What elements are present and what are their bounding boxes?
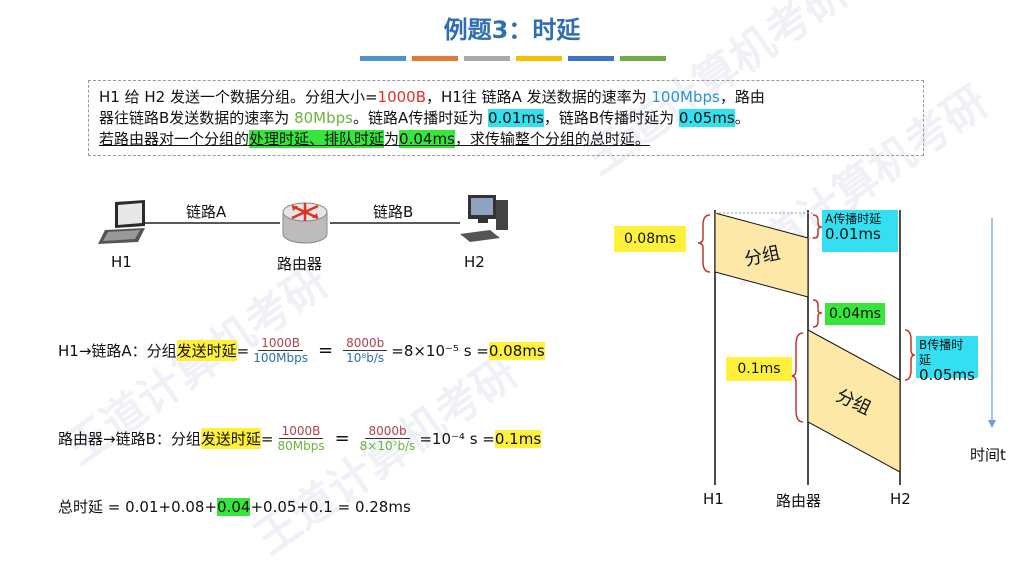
h1-label: H1 bbox=[111, 253, 132, 271]
timeline-h1-label: H1 bbox=[703, 490, 724, 508]
formula-prefix: 路由器→链路B：分组 bbox=[58, 430, 201, 448]
tx-delay-b-box: 0.1ms bbox=[726, 357, 792, 381]
problem-text: 。链路A传播时延为 bbox=[352, 109, 488, 127]
packet-2 bbox=[807, 329, 901, 473]
problem-text: 。 bbox=[734, 109, 750, 127]
router-icon bbox=[282, 202, 328, 244]
brace-tx-b bbox=[790, 332, 804, 423]
timeline-h2-label: H2 bbox=[890, 490, 911, 508]
color-bar bbox=[568, 56, 614, 61]
desktop-icon bbox=[460, 195, 508, 242]
problem-statement: H1 给 H2 发送一个数据分组。分组大小=1000B，H1往 链路A 发送数据… bbox=[88, 80, 924, 156]
equals: = bbox=[236, 341, 250, 360]
time-axis-label: 时间t bbox=[970, 446, 1006, 464]
problem-text: ，求传输整个分组的总时延。 bbox=[454, 130, 650, 148]
router-label: 路由器 bbox=[277, 255, 323, 273]
total-text: +0.05+0.1 = 0.28ms bbox=[250, 497, 411, 516]
problem-text: ，H1往 链路A 发送数据的速率为 bbox=[426, 88, 652, 106]
equals: = bbox=[260, 429, 274, 448]
numerator: 1000B bbox=[278, 424, 324, 439]
numerator: 8000b bbox=[343, 336, 388, 351]
tx-delay-a-box: 0.08ms bbox=[614, 226, 686, 252]
prop-delay-b: 0.05ms bbox=[678, 109, 735, 127]
laptop-icon bbox=[98, 200, 145, 244]
problem-text: ，链路B传播时延为 bbox=[543, 109, 679, 127]
rate-b: 80Mbps bbox=[294, 109, 353, 127]
denominator: 100Mbps bbox=[253, 351, 308, 365]
link-b-label: 链路B bbox=[373, 203, 414, 221]
proc-delay-value: 0.04ms bbox=[399, 130, 455, 148]
tx-delay-label: 发送时延 bbox=[176, 340, 237, 361]
color-bar bbox=[360, 56, 406, 61]
tx-delay-label: 发送时延 bbox=[200, 428, 261, 449]
page-title: 例题3：时延 bbox=[443, 16, 581, 44]
brace-prop-a bbox=[812, 214, 823, 239]
numerator: 1000B bbox=[258, 336, 304, 351]
time-arrow-head bbox=[988, 420, 996, 428]
problem-text: 若路由器对一个分组的 bbox=[99, 130, 250, 148]
prop-delay-a: 0.01ms bbox=[487, 109, 544, 127]
color-bar bbox=[464, 56, 510, 61]
prop-b-value: 0.05ms bbox=[919, 366, 975, 384]
rate-a: 100Mbps bbox=[651, 88, 720, 106]
problem-text: 器往链路B发送数据的速率为 bbox=[99, 109, 295, 127]
denominator: 8×10⁷b/s bbox=[359, 439, 416, 453]
equals-sign: = bbox=[318, 340, 334, 361]
packet-1 bbox=[714, 212, 809, 298]
prop-a-value: 0.01ms bbox=[825, 225, 881, 243]
proc-delay-box: 0.04ms bbox=[825, 303, 885, 325]
timeline-diagram bbox=[697, 210, 996, 485]
color-bar bbox=[620, 56, 666, 61]
prop-delay-b-box: B传播时延 0.05ms bbox=[916, 336, 978, 383]
numerator: 8000b bbox=[365, 424, 410, 439]
network-diagram bbox=[98, 195, 508, 244]
formula-prefix: H1→链路A：分组 bbox=[58, 342, 177, 360]
brace-tx-a bbox=[697, 214, 711, 273]
formula-result: 0.08ms bbox=[488, 341, 545, 360]
formula-rest: =8×10⁻⁵ s = bbox=[391, 341, 489, 360]
proc-delay-label: 处理时延、排队时延 bbox=[249, 130, 385, 148]
denominator: 80Mbps bbox=[277, 439, 325, 453]
brace-proc bbox=[812, 299, 823, 328]
prop-delay-a-box: A传播时延 0.01ms bbox=[822, 210, 898, 252]
problem-text: H1 给 H2 发送一个数据分组。分组大小= bbox=[99, 88, 378, 106]
formula-rest: =10⁻⁴ s = bbox=[419, 429, 495, 448]
prop-b-label: B传播时延 bbox=[919, 338, 964, 367]
color-bar bbox=[516, 56, 562, 61]
denominator: 10⁸b/s bbox=[346, 351, 385, 365]
total-text: 总时延 = 0.01+0.08+ bbox=[58, 498, 218, 516]
equals-sign: = bbox=[334, 428, 350, 449]
color-bars bbox=[360, 56, 666, 61]
color-bar bbox=[412, 56, 458, 61]
problem-text: ，路由 bbox=[719, 88, 765, 106]
prop-a-label: A传播时延 bbox=[825, 212, 882, 226]
timeline-router-label: 路由器 bbox=[776, 492, 822, 510]
brace-prop-b bbox=[904, 329, 916, 381]
link-a-label: 链路A bbox=[186, 203, 227, 221]
problem-text: 为 bbox=[384, 130, 400, 148]
formula-result: 0.1ms bbox=[494, 429, 542, 448]
packet-size: 1000B bbox=[377, 88, 426, 106]
total-delay: 总时延 = 0.01+0.08+0.04+0.05+0.1 = 0.28ms bbox=[58, 496, 411, 517]
total-proc-value: 0.04 bbox=[217, 497, 251, 516]
h2-label: H2 bbox=[464, 253, 485, 271]
